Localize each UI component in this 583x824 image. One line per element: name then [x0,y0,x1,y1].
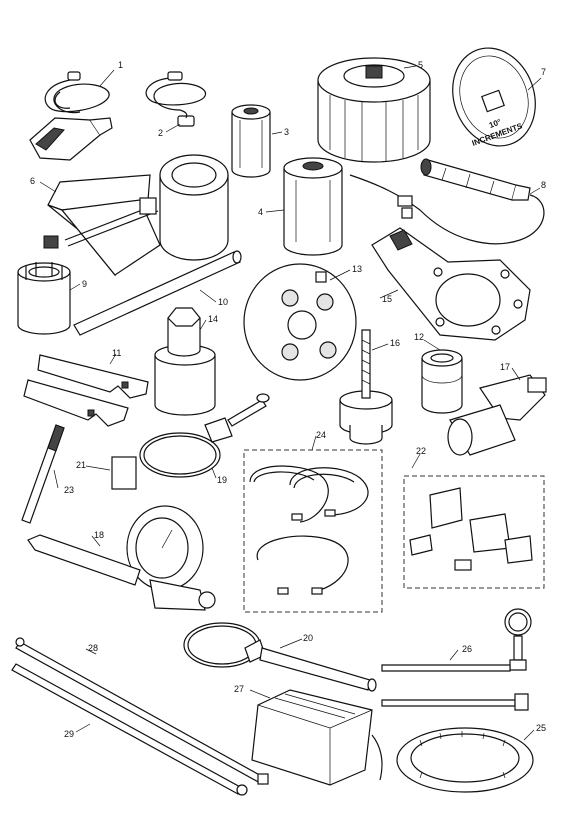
callout-3: 3 [284,127,289,137]
callout-23: 23 [64,485,74,495]
callout-28: 28 [88,643,98,653]
part-26-hose-gauge [381,608,532,711]
leader-lines [39,65,542,741]
part-20-strap-wrench [183,622,377,692]
callout-12: 12 [414,332,424,342]
callout-29: 29 [64,729,74,739]
callout-1: 1 [118,60,123,70]
part-13-holding-plate [243,263,357,381]
part-24-harness-kit [243,449,383,613]
part-1-diagnostic-cable [29,71,113,161]
part-12-sleeve [421,349,463,414]
callout-27: 27 [234,684,244,694]
callout-7: 7 [541,67,546,77]
part-14-press-tool [154,307,216,416]
callout-9: 9 [82,279,87,289]
part-6-puller-press [43,154,229,277]
part-3-socket [231,104,271,178]
callout-13: 13 [352,264,362,274]
part-28-long-rod [15,637,269,785]
part-4-socket [283,157,343,256]
callout-26: 26 [462,644,472,654]
callout-14: 14 [208,314,218,324]
callout-20: 20 [303,633,313,643]
callout-21: 21 [76,460,86,470]
callout-17: 17 [500,362,510,372]
callout-24: 24 [316,430,326,440]
callout-18: 18 [94,530,104,540]
callout-25: 25 [536,723,546,733]
part-7-degree-wheel [452,47,536,147]
part-29-long-rod [11,663,248,796]
part-18-pressure-gauge [27,505,216,611]
part-15-flange-plate [371,227,531,341]
callout-15: 15 [382,294,392,304]
part-27-relay-box [251,689,383,786]
part-8-syringe-pump [349,158,545,245]
callout-22: 22 [416,446,426,456]
part-21-card [111,456,137,490]
part-5-filter-wrench [317,57,431,163]
part-9-castellated-socket [17,262,71,335]
callout-5: 5 [418,60,423,70]
part-22-sensor-kit [403,475,545,589]
callout-8: 8 [541,180,546,190]
part-2-cable [145,71,207,127]
callout-10: 10 [218,297,228,307]
callout-2: 2 [158,128,163,138]
part-25-ring [396,727,534,793]
part-19-strap-wrench [139,393,270,478]
callout-6: 6 [30,176,35,186]
part-11-spanners [23,354,149,427]
part-23-rod [21,424,65,524]
callout-4: 4 [258,207,263,217]
callout-11: 11 [112,348,121,358]
dial-degree-text: 10° [488,117,502,130]
part-17-sensor-tool [447,374,547,456]
callout-19: 19 [217,475,227,485]
part-10-bar [73,250,242,336]
part-16-threaded-puller [339,329,393,445]
callout-16: 16 [390,338,400,348]
